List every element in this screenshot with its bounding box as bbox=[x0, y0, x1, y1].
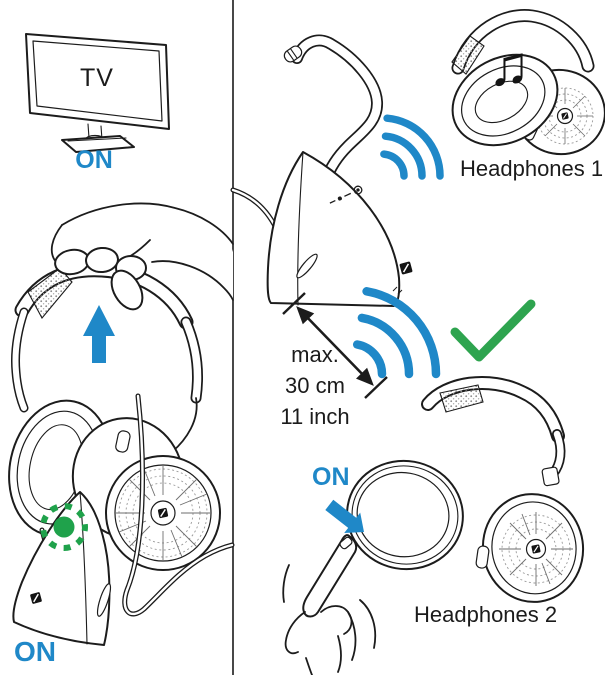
headphone-power-button bbox=[115, 430, 131, 453]
double-headed-arrow-icon bbox=[282, 292, 388, 399]
signal-waves-icon bbox=[352, 287, 441, 379]
green-checkmark-icon bbox=[450, 299, 536, 362]
distance-line-3: 11 inch bbox=[280, 404, 350, 429]
music-note-icon: ♫ bbox=[488, 34, 530, 97]
speaker-grille bbox=[536, 87, 594, 145]
charging-contacts-icon bbox=[329, 185, 363, 204]
tv-illustration bbox=[25, 33, 170, 153]
led-blinking-indicator bbox=[40, 503, 88, 551]
speaker-grille bbox=[499, 512, 573, 586]
tv-status-label: ON bbox=[75, 146, 113, 174]
signal-waves-icon bbox=[380, 114, 444, 180]
distance-note: max. 30 cm 11 inch bbox=[263, 339, 367, 432]
charging-dock-illustration bbox=[12, 491, 112, 646]
lifting-hand-illustration bbox=[50, 202, 234, 311]
transmitter-dock-illustration bbox=[266, 34, 413, 307]
speaker-grille bbox=[115, 465, 211, 561]
sennheiser-logo-icon bbox=[157, 507, 169, 519]
tv-screen-label: TV bbox=[80, 64, 114, 92]
distance-line-1: max. bbox=[291, 342, 339, 367]
arrow-up-icon bbox=[83, 305, 115, 363]
headphones2-illustration bbox=[346, 375, 585, 603]
sennheiser-logo-icon bbox=[30, 592, 42, 604]
sennheiser-logo-icon bbox=[561, 112, 569, 120]
pointing-hand-illustration bbox=[282, 534, 377, 675]
headphones1-label: Headphones 1 bbox=[460, 156, 604, 181]
headphones2-power-label: ON bbox=[312, 463, 350, 491]
dock-status-label: ON bbox=[14, 636, 56, 667]
headphones2-label: Headphones 2 bbox=[414, 602, 558, 627]
arrow-down-right-icon bbox=[325, 499, 364, 533]
sennheiser-logo-icon bbox=[531, 544, 541, 554]
headphone-power-button bbox=[475, 545, 490, 569]
headphones1-illustration bbox=[451, 8, 605, 156]
sennheiser-logo-icon bbox=[399, 261, 413, 275]
distance-line-2: 30 cm bbox=[285, 373, 345, 398]
